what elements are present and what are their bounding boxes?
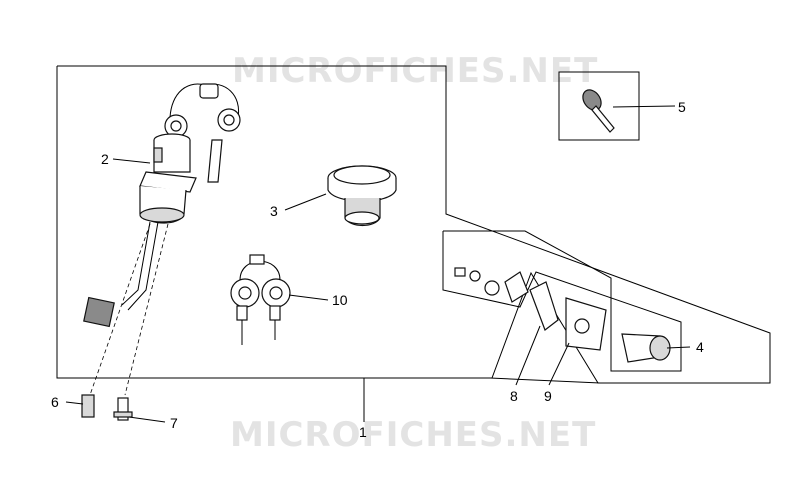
leader-7	[128, 416, 166, 423]
leader-5	[612, 105, 676, 108]
callout-9: 9	[544, 388, 552, 404]
callout-4: 4	[696, 339, 704, 355]
keys-part	[230, 254, 291, 345]
leader-8	[515, 325, 541, 386]
leader-10	[288, 294, 329, 301]
screw-part-6	[81, 394, 95, 418]
callout-5: 5	[678, 99, 686, 115]
seat-lock-part	[454, 267, 671, 363]
leader-4	[666, 346, 691, 349]
watermark-bottom: MICROFICHES.NET	[230, 415, 596, 455]
callout-3: 3	[270, 203, 278, 219]
leader-2	[112, 158, 151, 164]
kit-outline-bottom	[489, 377, 601, 384]
watermark-top: MICROFICHES.NET	[232, 51, 598, 91]
callout-1: 1	[359, 424, 367, 440]
lock-group-outline	[442, 230, 682, 372]
callout-10: 10	[332, 292, 348, 308]
lock-plate-part	[565, 297, 607, 351]
ignition-switch-part	[83, 83, 241, 396]
key-blank-part	[582, 89, 615, 133]
fuel-cap-part	[327, 165, 397, 227]
leader-6	[65, 401, 84, 405]
callout-8: 8	[510, 388, 518, 404]
callout-6: 6	[51, 394, 59, 410]
kit-outline	[56, 65, 771, 384]
callout-7: 7	[170, 415, 178, 431]
leader-3	[284, 193, 327, 211]
callout-2: 2	[101, 151, 109, 167]
leader-9	[548, 342, 570, 386]
screw-part-7	[113, 397, 133, 421]
key-box-outline	[558, 71, 640, 141]
lock-bracket-part	[529, 281, 559, 331]
